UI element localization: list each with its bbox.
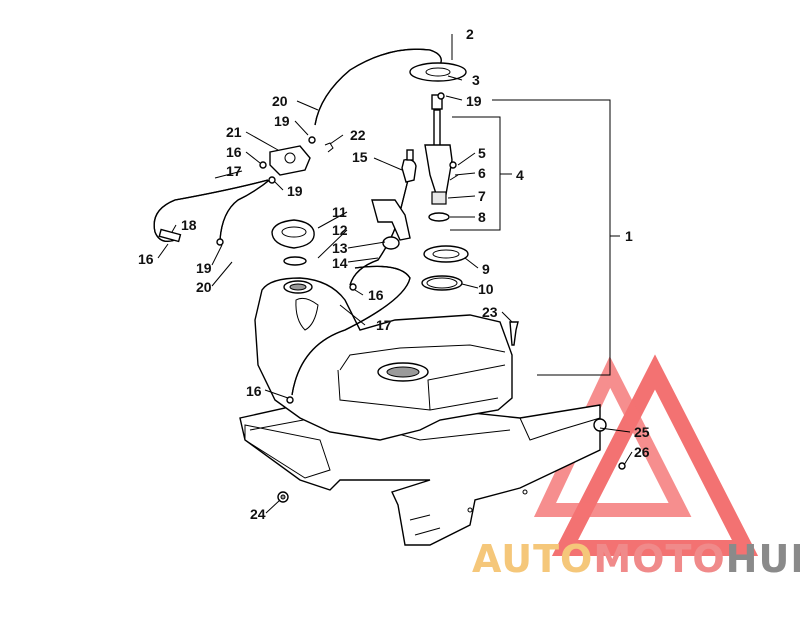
callout-1: 1 — [625, 228, 633, 244]
callout-9: 9 — [482, 261, 490, 277]
watermark-wordmark: AUTOMOTOHUB — [472, 537, 800, 581]
callout-4: 4 — [516, 167, 524, 183]
callout-19-left: 19 — [196, 260, 212, 276]
callout-17-upper: 17 — [226, 163, 242, 179]
callout-20-left: 20 — [196, 279, 212, 295]
callout-19-mid: 19 — [287, 183, 303, 199]
callout-21: 21 — [226, 124, 242, 140]
callout-7: 7 — [478, 188, 486, 204]
callout-26: 26 — [634, 444, 650, 460]
hose-clamps — [158, 92, 626, 503]
callout-16-upper: 16 — [226, 144, 242, 160]
callout-labels: 1 2 3 19 20 19 22 21 16 17 19 15 5 6 4 7… — [138, 26, 650, 522]
callout-2: 2 — [466, 26, 474, 42]
callout-25: 25 — [634, 424, 650, 440]
callout-5: 5 — [478, 145, 486, 161]
callout-13: 13 — [332, 240, 348, 256]
fuel-tank — [244, 277, 513, 479]
watermark-auto: AUTO — [472, 537, 593, 581]
fuel-cap — [271, 219, 315, 266]
callout-18: 18 — [181, 217, 197, 233]
callout-12: 12 — [332, 222, 348, 238]
callout-17-mid: 17 — [376, 317, 392, 333]
callout-24: 24 — [250, 506, 266, 522]
callout-8: 8 — [478, 209, 486, 225]
callout-14: 14 — [332, 255, 348, 271]
watermark-hub: HUB — [726, 537, 800, 581]
callout-20-upper: 20 — [272, 93, 288, 109]
vent-valve — [269, 145, 311, 176]
svg-text:AUTOMOTOHUB: AUTOMOTOHUB — [472, 537, 800, 581]
callout-16-left: 16 — [138, 251, 154, 267]
mounting-bracket — [371, 199, 411, 241]
callout-3: 3 — [472, 72, 480, 88]
callout-11: 11 — [332, 204, 347, 220]
callout-6: 6 — [478, 165, 486, 181]
callout-16-mid: 16 — [368, 287, 384, 303]
callout-16-lower: 16 — [246, 383, 262, 399]
watermark-moto: MOTO — [593, 537, 725, 581]
watermark-triangle-large — [551, 354, 759, 556]
callout-19-pump: 19 — [466, 93, 482, 109]
fuel-pump-assembly — [409, 62, 469, 291]
callout-19-upper: 19 — [274, 113, 290, 129]
callout-10: 10 — [478, 281, 494, 297]
callout-15: 15 — [352, 149, 368, 165]
callout-22: 22 — [350, 127, 366, 143]
leader-lines — [157, 34, 633, 514]
fuel-filter — [401, 149, 417, 183]
callout-23: 23 — [482, 304, 498, 320]
